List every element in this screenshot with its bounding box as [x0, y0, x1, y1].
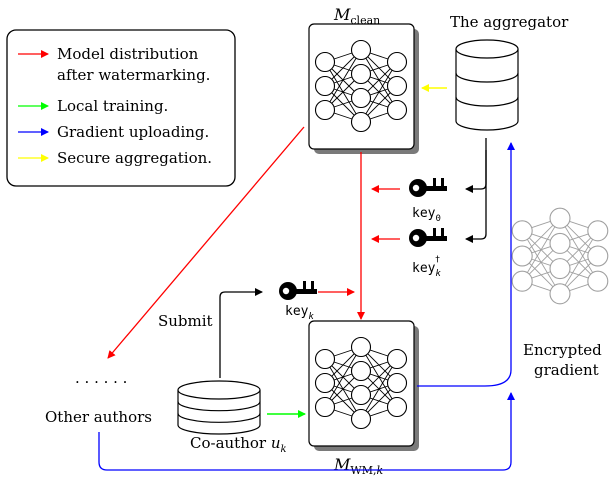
neuron — [587, 270, 609, 292]
aggregator-title: The aggregator — [450, 13, 569, 31]
distribution-arrow-other-authors — [107, 126, 305, 359]
legend-item-secure-aggregation: Secure aggregation. — [18, 149, 212, 167]
submit-arrow — [219, 288, 263, 378]
aggregator-key0-arrow — [465, 138, 487, 193]
legend-box — [6, 29, 236, 187]
neuron — [386, 348, 408, 370]
neuron — [587, 220, 609, 242]
aggregator-keyk-dagger-arrow — [465, 150, 487, 243]
key-icon — [409, 178, 447, 197]
legend-item-local-training: Local training. — [18, 97, 168, 115]
encrypted-gradient-label: Encrypted — [523, 341, 602, 359]
neural-network-icon — [314, 39, 408, 133]
neuron — [314, 372, 336, 394]
neuron — [549, 207, 571, 229]
neuron — [386, 75, 408, 97]
watermarked-model — [308, 320, 419, 451]
encrypted-gradient-network-icon — [511, 207, 609, 305]
gradient-upload-arrow-wm — [417, 142, 515, 387]
neuron — [350, 111, 372, 133]
aggregator-database-icon — [455, 39, 519, 131]
co-author-label: Co-author uk — [190, 434, 287, 455]
neuron — [314, 348, 336, 370]
neuron — [314, 51, 336, 73]
neuron — [549, 232, 571, 254]
neuron — [350, 360, 372, 382]
neuron — [314, 99, 336, 121]
key-icon — [409, 228, 447, 247]
clean-model — [308, 23, 419, 154]
neuron — [386, 99, 408, 121]
neuron — [350, 336, 372, 358]
watermarked-model-box — [308, 320, 415, 447]
neuron — [511, 220, 533, 242]
neuron — [587, 245, 609, 267]
neural-network-icon — [314, 336, 408, 430]
gradient-upload-arrow-others — [98, 392, 515, 471]
legend-label: Local training. — [57, 97, 168, 115]
neuron — [511, 245, 533, 267]
clean-model-label: Mclean — [333, 5, 380, 27]
ellipsis: · · · · · · — [75, 373, 127, 391]
key0-label: key0 — [412, 206, 441, 224]
keyk-dagger-label: keyk† — [412, 255, 441, 279]
neuron — [549, 283, 571, 305]
legend-label: Gradient uploading. — [57, 123, 209, 141]
keyk-label: keyk — [285, 304, 314, 322]
co-author-database-icon — [177, 380, 261, 435]
legend: Model distribution after watermarking. L… — [6, 29, 236, 187]
key-icon — [279, 281, 317, 300]
neuron — [314, 75, 336, 97]
legend-label: Secure aggregation. — [57, 149, 212, 167]
legend-label: after watermarking. — [57, 66, 210, 84]
neuron — [511, 270, 533, 292]
legend-label: Model distribution — [57, 45, 199, 63]
submit-label: Submit — [158, 312, 213, 330]
neuron — [350, 87, 372, 109]
neuron — [350, 384, 372, 406]
clean-model-box — [308, 23, 415, 150]
neuron — [350, 63, 372, 85]
legend-item-gradient-uploading: Gradient uploading. — [18, 123, 209, 141]
neuron — [549, 258, 571, 280]
neuron — [386, 372, 408, 394]
neuron — [350, 408, 372, 430]
watermarked-model-label: MWM,k — [333, 455, 383, 477]
encrypted-gradient-label: gradient — [534, 361, 599, 379]
legend-item-model-distribution: Model distribution after watermarking. — [18, 45, 210, 84]
neuron — [350, 39, 372, 61]
neuron — [386, 51, 408, 73]
neuron — [386, 396, 408, 418]
neuron — [314, 396, 336, 418]
other-authors-label: Other authors — [45, 408, 152, 426]
